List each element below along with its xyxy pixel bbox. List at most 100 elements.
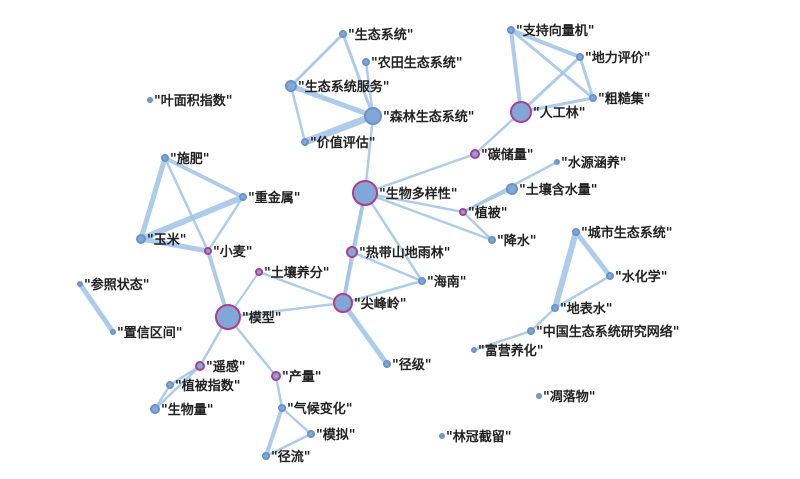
node-n32[interactable]: "富营养化" [471, 343, 544, 359]
node-circle[interactable] [551, 304, 559, 312]
node-n38[interactable]: "生物量" [150, 402, 214, 418]
node-n30[interactable]: "置信区间" [110, 325, 183, 341]
node-label: "产量" [282, 369, 322, 385]
node-n8[interactable]: "地力评价" [576, 50, 651, 66]
node-n12[interactable]: "水源涵养" [554, 155, 627, 171]
node-circle[interactable] [136, 234, 146, 244]
node-circle[interactable] [459, 208, 467, 216]
node-n6[interactable]: "叶面积指数" [147, 93, 233, 109]
node-circle[interactable] [572, 228, 580, 236]
node-n15[interactable]: "植被" [459, 205, 508, 221]
node-circle[interactable] [195, 361, 205, 371]
node-n33[interactable]: "径级" [383, 357, 432, 373]
edge-n8-n10 [578, 55, 595, 100]
node-label: "富营养化" [478, 343, 544, 359]
node-circle[interactable] [239, 193, 247, 201]
edge-n25-n29 [553, 274, 612, 310]
node-circle[interactable] [204, 247, 212, 255]
node-n7[interactable]: "支持向量机" [507, 23, 595, 39]
node-circle[interactable] [271, 371, 281, 381]
edge-n1-n3 [289, 32, 345, 88]
node-circle[interactable] [470, 149, 480, 159]
node-circle[interactable] [278, 404, 286, 412]
node-n37[interactable]: "凋落物" [536, 389, 596, 405]
node-n39[interactable]: "气候变化" [278, 401, 353, 417]
node-label: "生物多样性" [379, 186, 458, 202]
node-circle[interactable] [488, 236, 496, 244]
node-label: "海南" [427, 274, 467, 290]
node-circle[interactable] [77, 281, 83, 287]
node-n36[interactable]: "植被指数" [166, 378, 241, 394]
node-circle[interactable] [536, 393, 542, 399]
node-circle[interactable] [606, 272, 614, 280]
node-label: "中国生态系统研究网络" [536, 324, 680, 340]
node-n27[interactable]: "尖峰岭" [333, 293, 407, 313]
node-circle[interactable] [364, 107, 382, 125]
node-n26[interactable]: "参照状态" [77, 277, 150, 293]
node-label: "碳储量" [481, 147, 534, 163]
node-n4[interactable]: "森林生态系统" [364, 107, 475, 125]
node-label: "小麦" [213, 244, 253, 260]
node-n25[interactable]: "水化学" [606, 269, 668, 285]
node-circle[interactable] [285, 80, 297, 92]
node-n10[interactable]: "粗糙集" [589, 91, 651, 107]
node-n2[interactable]: "农田生态系统" [362, 55, 463, 71]
node-n24[interactable]: "城市生态系统" [572, 225, 673, 241]
node-circle[interactable] [346, 246, 358, 258]
edge-n26-n30 [77, 281, 116, 335]
node-circle[interactable] [576, 53, 584, 61]
node-circle[interactable] [506, 183, 518, 195]
node-circle[interactable] [471, 347, 477, 353]
edge-n14-n15 [461, 187, 514, 214]
node-circle[interactable] [362, 58, 370, 66]
node-n17[interactable]: "施肥" [161, 151, 210, 167]
node-circle[interactable] [262, 452, 270, 460]
node-n5[interactable]: "价值评估" [301, 135, 376, 151]
node-n18[interactable]: "重金属" [239, 190, 301, 206]
node-circle[interactable] [161, 154, 169, 162]
edge-n15-n16 [461, 210, 494, 242]
node-circle[interactable] [418, 277, 426, 285]
node-circle[interactable] [166, 381, 174, 389]
node-circle[interactable] [527, 327, 535, 335]
node-circle[interactable] [383, 360, 391, 368]
node-n35[interactable]: "产量" [271, 369, 322, 385]
node-circle[interactable] [110, 329, 116, 335]
node-circle[interactable] [255, 268, 263, 276]
edge-n2-n4 [364, 60, 375, 118]
node-circle[interactable] [554, 159, 560, 165]
node-n11[interactable]: "碳储量" [470, 147, 534, 163]
edge-n31-n32 [472, 329, 533, 352]
node-circle[interactable] [507, 26, 515, 34]
node-circle[interactable] [215, 304, 241, 330]
node-n20[interactable]: "小麦" [204, 244, 253, 260]
node-circle[interactable] [301, 138, 309, 146]
node-circle[interactable] [439, 433, 445, 439]
node-n40[interactable]: "模拟" [307, 427, 356, 443]
node-n42[interactable]: "径流" [262, 449, 311, 465]
node-n29[interactable]: "地表水" [551, 301, 613, 317]
node-circle[interactable] [147, 97, 153, 103]
edge-n18-n19 [138, 194, 246, 242]
node-circle[interactable] [333, 293, 353, 313]
node-circle[interactable] [510, 101, 532, 123]
node-circle[interactable] [307, 430, 315, 438]
node-n34[interactable]: "遥感" [195, 359, 246, 375]
node-n41[interactable]: "林冠截留" [439, 429, 512, 445]
node-n22[interactable]: "土壤养分" [255, 265, 330, 281]
node-n28[interactable]: "模型" [215, 304, 282, 330]
node-circle[interactable] [589, 94, 597, 102]
node-circle[interactable] [352, 180, 378, 206]
node-n1[interactable]: "生态系统" [339, 27, 414, 43]
node-n31[interactable]: "中国生态系统研究网络" [527, 324, 680, 340]
node-n3[interactable]: "生态系统服务" [285, 79, 390, 95]
node-n14[interactable]: "土壤含水量" [506, 182, 598, 198]
node-circle[interactable] [339, 30, 347, 38]
node-n16[interactable]: "降水" [488, 233, 537, 249]
node-n23[interactable]: "海南" [418, 274, 467, 290]
node-circle[interactable] [150, 404, 160, 414]
node-n9[interactable]: "人工林" [510, 101, 586, 123]
node-n19[interactable]: "玉米" [136, 232, 187, 248]
node-n13[interactable]: "生物多样性" [352, 180, 458, 206]
node-n21[interactable]: "热带山地雨林" [346, 245, 451, 261]
